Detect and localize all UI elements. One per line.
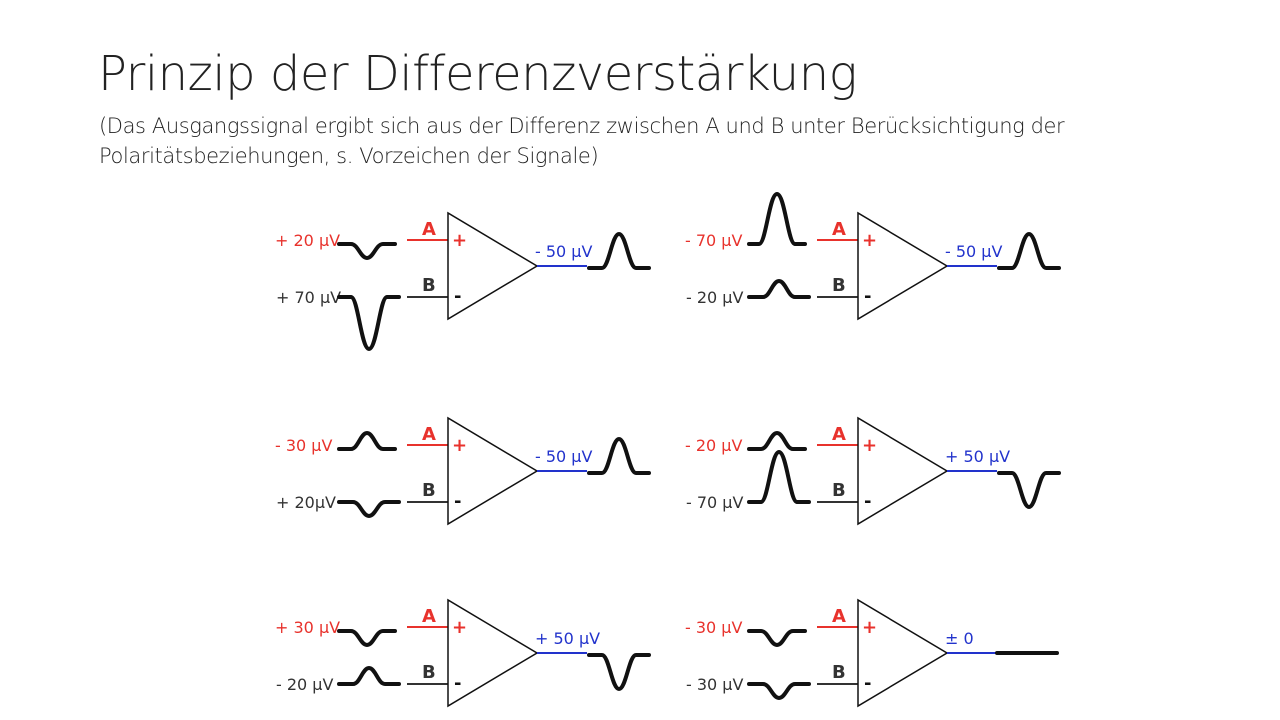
input-a-waveform — [747, 629, 807, 647]
output-waveform — [587, 437, 651, 475]
pin-b-label: B — [832, 662, 846, 683]
input-a-waveform — [337, 629, 397, 647]
minus-sign: - — [454, 286, 461, 307]
plus-sign: + — [452, 617, 467, 638]
input-b-waveform — [337, 295, 401, 351]
input-a-waveform — [747, 431, 807, 451]
pin-a-label: A — [832, 219, 846, 240]
slide-title: Prinzip der Differenzverstärkung — [98, 46, 857, 102]
output-waveform — [997, 232, 1061, 270]
pin-b-label: B — [422, 480, 436, 501]
op-amp-triangle — [447, 211, 539, 321]
output-value: - 50 µV — [535, 242, 592, 261]
pin-b-label: B — [422, 662, 436, 683]
slide-subtitle: (Das Ausgangssignal ergibt sich aus der … — [99, 114, 1065, 168]
output-waveform — [997, 471, 1061, 509]
input-a-value: + 20 µV — [275, 231, 340, 250]
plus-sign: + — [452, 230, 467, 251]
amplifier-5: + 30 µV - 20 µV A B + - + 50 µV — [275, 598, 651, 708]
op-amp-triangle — [447, 598, 539, 708]
input-b-waveform — [747, 279, 811, 299]
input-a-waveform — [337, 242, 397, 260]
op-amp-triangle — [447, 416, 539, 526]
amplifier-6: - 30 µV - 30 µV A B + - ± 0 — [685, 598, 1059, 708]
input-a-value: - 70 µV — [685, 231, 742, 250]
output-value: + 50 µV — [945, 447, 1010, 466]
pin-a-label: A — [832, 424, 846, 445]
plus-sign: + — [452, 435, 467, 456]
pin-a-label: A — [832, 606, 846, 627]
minus-sign: - — [864, 491, 871, 512]
output-waveform — [587, 653, 651, 691]
pin-b-label: B — [422, 275, 436, 296]
input-a-value: + 30 µV — [275, 618, 340, 637]
input-b-waveform — [337, 500, 401, 518]
output-value: - 50 µV — [945, 242, 1002, 261]
input-a-waveform — [747, 192, 807, 246]
minus-sign: - — [864, 286, 871, 307]
output-value: - 50 µV — [535, 447, 592, 466]
op-amp-triangle — [857, 598, 949, 708]
input-b-value: - 30 µV — [686, 675, 743, 694]
op-amp-triangle — [857, 416, 949, 526]
input-b-value: - 70 µV — [686, 493, 743, 512]
input-b-waveform — [747, 450, 811, 504]
input-a-value: - 20 µV — [685, 436, 742, 455]
amplifier-2: - 70 µV - 20 µV A B + - - 50 µV — [685, 192, 1061, 321]
input-b-value: + 70 µV — [276, 288, 341, 307]
amplifier-1: + 20 µV + 70 µV A B + - - 50 µV — [275, 211, 651, 351]
pin-a-label: A — [422, 424, 436, 445]
op-amp-triangle — [857, 211, 949, 321]
input-a-value: - 30 µV — [685, 618, 742, 637]
pin-a-label: A — [422, 606, 436, 627]
output-waveform — [587, 232, 651, 270]
plus-sign: + — [862, 230, 877, 251]
pin-b-label: B — [832, 275, 846, 296]
input-b-value: - 20 µV — [276, 675, 333, 694]
input-b-waveform — [747, 682, 811, 700]
minus-sign: - — [864, 673, 871, 694]
output-value: ± 0 — [945, 629, 974, 648]
amplifier-3: - 30 µV + 20µV A B + - - 50 µV — [275, 416, 651, 526]
input-a-waveform — [337, 431, 397, 451]
minus-sign: - — [454, 673, 461, 694]
output-value: + 50 µV — [535, 629, 600, 648]
pin-a-label: A — [422, 219, 436, 240]
pin-b-label: B — [832, 480, 846, 501]
input-a-value: - 30 µV — [275, 436, 332, 455]
plus-sign: + — [862, 435, 877, 456]
input-b-value: + 20µV — [276, 493, 336, 512]
minus-sign: - — [454, 491, 461, 512]
plus-sign: + — [862, 617, 877, 638]
input-b-waveform — [337, 666, 401, 686]
amplifier-4: - 20 µV - 70 µV A B + - + 50 µV — [685, 416, 1061, 526]
input-b-value: - 20 µV — [686, 288, 743, 307]
